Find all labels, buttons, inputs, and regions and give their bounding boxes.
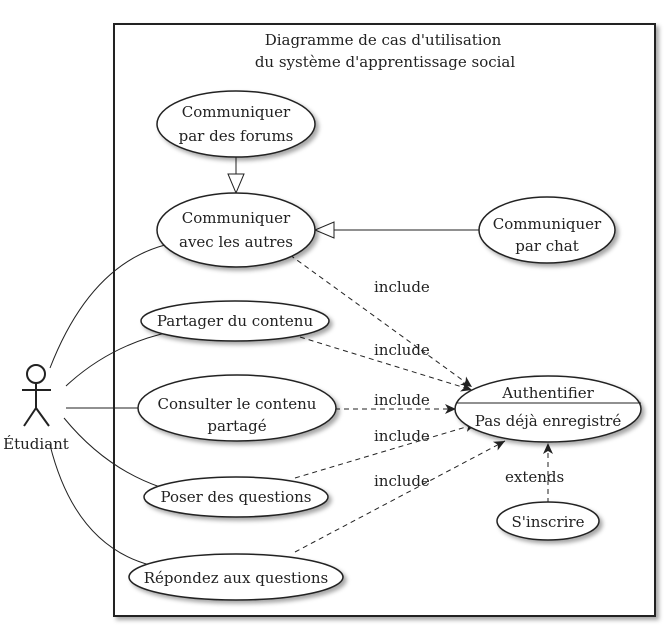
generalization-forums-arrow [227,173,245,195]
use-case-chat-line2: par chat [515,237,579,255]
generalization-chat-arrow [313,221,335,239]
use-case-partager-line1: Partager du contenu [157,312,314,330]
use-case-autres-line2: avec les autres [179,233,293,251]
assoc-repondez [49,444,151,566]
use-case-partager[interactable]: Partager du contenu [140,300,330,342]
system-title-line1: Diagramme de cas d'utilisation [265,31,502,49]
use-case-chat[interactable]: Communiquer par chat [478,196,616,264]
use-case-autres-line1: Communiquer [182,209,291,227]
include-label-1: include [374,278,430,296]
include-arrow-autres [289,254,473,388]
use-case-authentifier-line2: Pas déjà enregistré [475,412,622,430]
include-arrow-poser [294,422,477,479]
include-arrow-repondez [294,440,506,553]
use-case-forums[interactable]: Communiquer par des forums [156,90,316,158]
use-case-poser[interactable]: Poser des questions [143,476,329,518]
system-title-line2: du système d'apprentissage social [255,53,516,71]
assoc-partager [65,331,171,387]
include-label-3: include [374,391,430,409]
assoc-poser [63,417,161,488]
actor-head [26,364,46,384]
use-case-authentifier-line1: Authentifier [501,384,594,402]
use-case-consulter-line1: Consulter le contenu [158,395,317,413]
use-case-autres[interactable]: Communiquer avec les autres [156,192,316,268]
include-label-5: include [374,472,430,490]
actor-label: Étudiant [3,435,69,453]
actor-leg-left [23,407,37,427]
use-case-consulter[interactable]: Consulter le contenu partagé [137,374,337,442]
include-label-4: include [374,427,430,445]
include-arrow-partager [299,336,473,392]
extends-label: extends [505,468,564,486]
use-case-consulter-line2: partagé [207,417,266,435]
use-case-poser-line1: Poser des questions [160,488,311,506]
actor-etudiant[interactable] [22,364,51,427]
actor-leg-right [35,407,50,427]
actor-associations [49,244,171,566]
use-case-inscrire[interactable]: S'inscrire [496,501,600,541]
include-relations [289,254,553,553]
use-case-authentifier[interactable]: Authentifier Pas déjà enregistré [454,375,642,443]
include-label-2: include [374,341,430,359]
use-case-chat-line1: Communiquer [493,215,602,233]
use-case-forums-line1: Communiquer [182,103,291,121]
use-case-repondez[interactable]: Répondez aux questions [128,553,344,601]
use-case-inscrire-line1: S'inscrire [512,513,585,531]
assoc-autres [49,244,166,369]
use-case-repondez-line1: Répondez aux questions [144,569,329,587]
use-case-forums-line2: par des forums [179,127,294,145]
